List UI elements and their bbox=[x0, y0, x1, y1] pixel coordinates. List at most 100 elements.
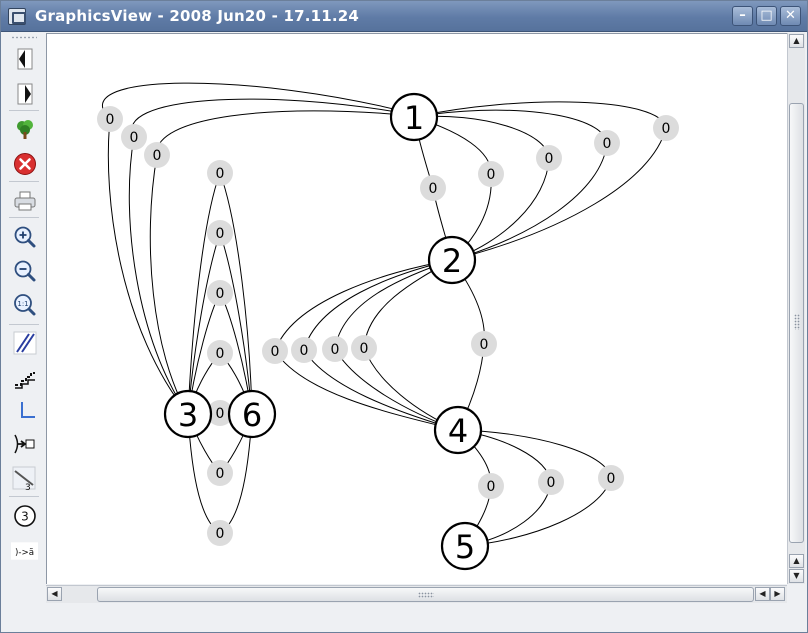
svg-text:0: 0 bbox=[487, 479, 496, 495]
left-toolbar: 1:1 3 3 )->ã bbox=[1, 33, 45, 632]
edge-label: 0 bbox=[420, 175, 446, 201]
vertical-scrollbar[interactable]: ▲ ▲ ▼ bbox=[787, 33, 805, 584]
zoom-in-icon[interactable] bbox=[11, 223, 38, 250]
svg-text:5: 5 bbox=[455, 528, 475, 566]
svg-text:0: 0 bbox=[106, 112, 115, 128]
horizontal-scrollbar[interactable]: ◀ ◀ ▶ bbox=[46, 585, 787, 603]
close-button[interactable]: ✕ bbox=[780, 6, 801, 26]
edge-label: 0 bbox=[538, 469, 564, 495]
edge-label: 0 bbox=[207, 280, 233, 306]
edge-label: 0 bbox=[97, 106, 123, 132]
zoom-reset-icon[interactable]: 1:1 bbox=[11, 291, 38, 318]
graph-node-2[interactable]: 2 bbox=[427, 235, 477, 285]
svg-text:0: 0 bbox=[216, 406, 225, 422]
graph-svg[interactable]: 0 0 0 0 0 0 0 0 0 0 0 0 0 0 0 0 0 0 0 0 bbox=[47, 34, 788, 585]
node-number-icon[interactable]: 3 bbox=[11, 502, 38, 529]
thumb-grip bbox=[794, 314, 800, 330]
scroll-left-end-button[interactable]: ◀ bbox=[755, 587, 770, 601]
edge-label: 0 bbox=[291, 337, 317, 363]
graph-node-5[interactable]: 5 bbox=[440, 521, 490, 571]
edge-label: 0 bbox=[262, 338, 288, 364]
svg-text:0: 0 bbox=[216, 526, 225, 542]
svg-text:0: 0 bbox=[300, 343, 309, 359]
axes-icon[interactable] bbox=[11, 397, 38, 424]
rotate-left-icon[interactable] bbox=[11, 45, 38, 72]
edge-label: 0 bbox=[351, 335, 377, 361]
edge-label: 0 bbox=[207, 460, 233, 486]
toolbar-separator bbox=[9, 217, 39, 218]
edge-label: 0 bbox=[207, 220, 233, 246]
scroll-down-button[interactable]: ▼ bbox=[789, 569, 804, 583]
svg-text:0: 0 bbox=[545, 151, 554, 167]
arrow-icon[interactable] bbox=[11, 430, 38, 457]
scroll-left-button[interactable]: ◀ bbox=[47, 587, 62, 601]
graph-canvas[interactable]: 0 0 0 0 0 0 0 0 0 0 0 0 0 0 0 0 0 0 0 0 bbox=[46, 33, 787, 584]
svg-text:0: 0 bbox=[480, 337, 489, 353]
edge-label: 0 bbox=[207, 160, 233, 186]
rotate-right-icon[interactable] bbox=[11, 80, 38, 107]
graph-node-6[interactable]: 6 bbox=[227, 389, 277, 439]
close-circle-icon[interactable] bbox=[11, 150, 38, 177]
graph-edge bbox=[128, 98, 415, 415]
vertical-scroll-thumb[interactable] bbox=[789, 103, 804, 543]
edge-label: 0 bbox=[207, 340, 233, 366]
window-title: GraphicsView - 2008 Jun20 - 17.11.24 bbox=[35, 7, 360, 25]
svg-text:1: 1 bbox=[404, 99, 424, 137]
app-icon[interactable] bbox=[8, 8, 26, 25]
title-bar[interactable]: GraphicsView - 2008 Jun20 - 17.11.24 – □… bbox=[1, 1, 807, 32]
svg-text:3: 3 bbox=[178, 396, 198, 434]
edge-label: 0 bbox=[207, 520, 233, 546]
graph-edge bbox=[102, 82, 415, 415]
toolbar-grip[interactable] bbox=[11, 36, 37, 39]
svg-text:0: 0 bbox=[130, 130, 139, 146]
edge-label: 0 bbox=[653, 115, 679, 141]
printer-icon[interactable] bbox=[11, 187, 38, 214]
svg-text:0: 0 bbox=[271, 344, 280, 360]
edge-label: 0 bbox=[471, 331, 497, 357]
edge-label: 0 bbox=[322, 336, 348, 362]
svg-text:0: 0 bbox=[662, 121, 671, 137]
edge-label: 0 bbox=[207, 400, 233, 426]
edge-label: 0 bbox=[144, 142, 170, 168]
graph-node-3[interactable]: 3 bbox=[163, 389, 213, 439]
edge-label: 0 bbox=[478, 473, 504, 499]
edge-label-number: 3 bbox=[25, 483, 31, 492]
svg-text:0: 0 bbox=[547, 475, 556, 491]
svg-text:0: 0 bbox=[429, 181, 438, 197]
scroll-right-button[interactable]: ▶ bbox=[770, 587, 785, 601]
minimize-button[interactable]: – bbox=[732, 6, 753, 26]
horizontal-scroll-thumb[interactable] bbox=[97, 587, 754, 602]
graph-nodes: 1 2 3 4 5 6 bbox=[163, 92, 490, 571]
tree-icon[interactable] bbox=[11, 115, 38, 142]
svg-text:0: 0 bbox=[487, 167, 496, 183]
svg-text:0: 0 bbox=[216, 346, 225, 362]
svg-text:2: 2 bbox=[442, 242, 462, 280]
maximize-button[interactable]: □ bbox=[756, 6, 777, 26]
svg-text:0: 0 bbox=[331, 342, 340, 358]
edge-labels: 0 0 0 0 0 0 0 0 0 0 0 0 0 0 0 0 0 0 0 0 bbox=[97, 106, 679, 546]
step-lines-icon[interactable] bbox=[11, 364, 38, 391]
edge-label-icon[interactable]: 3 bbox=[11, 465, 38, 492]
graph-edge bbox=[187, 231, 253, 415]
edge-label: 0 bbox=[478, 161, 504, 187]
antialias-icon[interactable] bbox=[11, 329, 38, 356]
edge-text-icon[interactable]: )->ã bbox=[11, 537, 38, 564]
svg-text:0: 0 bbox=[153, 148, 162, 164]
thumb-grip bbox=[418, 592, 434, 598]
graph-node-1[interactable]: 1 bbox=[389, 92, 439, 142]
svg-text:0: 0 bbox=[360, 341, 369, 357]
scroll-up-top-button[interactable]: ▲ bbox=[789, 34, 804, 48]
svg-text:6: 6 bbox=[242, 396, 262, 434]
graph-node-4[interactable]: 4 bbox=[433, 405, 483, 455]
zoom-reset-label: 1:1 bbox=[17, 300, 28, 308]
toolbar-separator bbox=[9, 324, 39, 325]
edge-label: 0 bbox=[121, 124, 147, 150]
edge-label: 0 bbox=[536, 145, 562, 171]
svg-text:0: 0 bbox=[216, 466, 225, 482]
svg-text:0: 0 bbox=[603, 136, 612, 152]
scroll-up-button[interactable]: ▲ bbox=[789, 554, 804, 568]
zoom-out-icon[interactable] bbox=[11, 257, 38, 284]
graph-edge bbox=[149, 110, 415, 415]
toolbar-separator bbox=[9, 496, 39, 497]
